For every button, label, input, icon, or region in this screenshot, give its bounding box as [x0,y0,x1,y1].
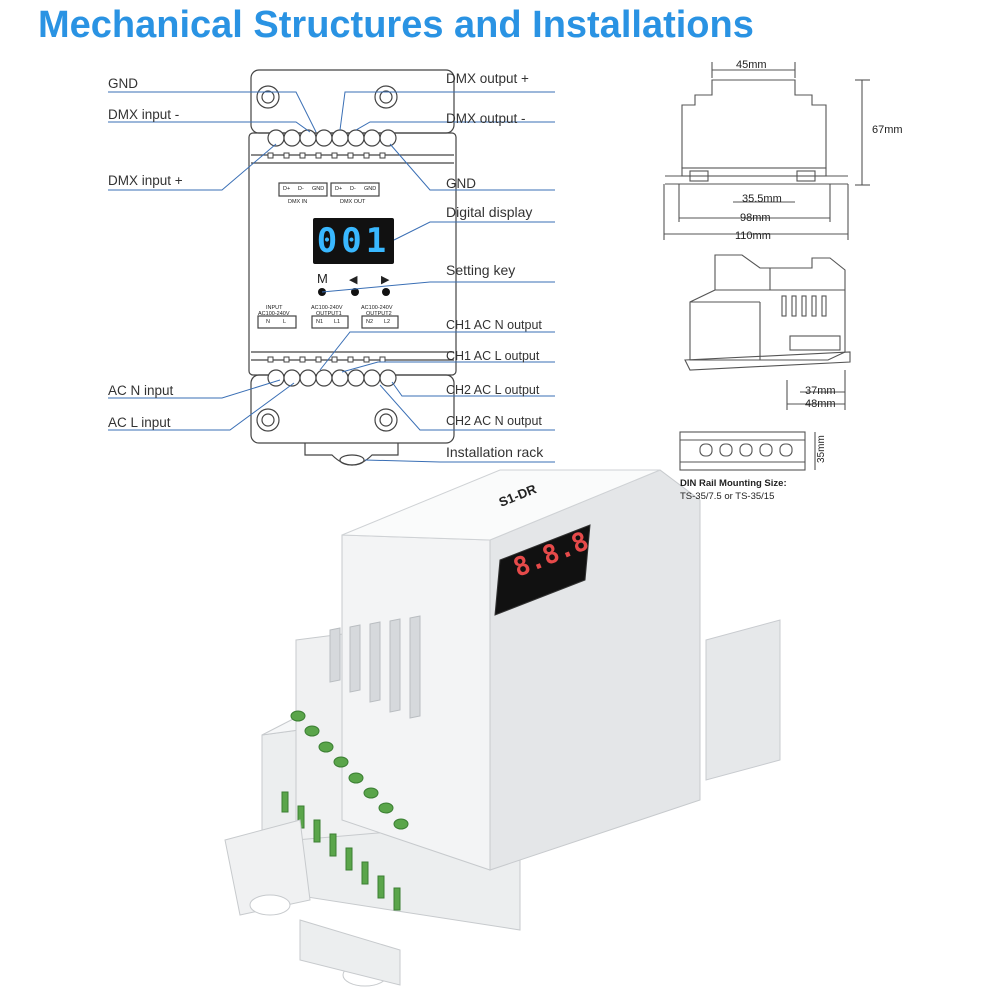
dim-side-a: 37mm [805,385,836,397]
key-left-label: ◀ [349,274,358,286]
label-dmx-output-minus: DMX output - [446,111,526,126]
label-ch2-ac-l-output: CH2 AC L output [446,383,540,397]
out1-term-l1: L1 [334,319,341,325]
out1-term-n1: N1 [316,319,324,325]
dmx-in-d-minus: D- [298,186,304,192]
din-line1: DIN Rail Mounting Size: [680,478,787,489]
dmx-out-label: DMX OUT [340,199,366,205]
dmx-out-d-minus: D- [350,186,356,192]
input-term-n: N [266,319,270,325]
dmx-out-d-plus: D+ [335,186,343,192]
key-right-label: ▶ [381,274,390,286]
din-rail-drawing [679,431,816,471]
label-dmx-input-minus: DMX input - [108,107,180,122]
product-render [224,469,781,987]
key-m-label: M [317,271,328,286]
bottom-terminal-circles [267,369,397,387]
out2-label: OUTPUT2 [366,311,392,317]
out1-label: OUTPUT1 [316,311,342,317]
out1-range: AC100-240V [311,305,343,311]
installation-rack-drawing [304,443,399,466]
dim-side-b: 48mm [805,398,836,410]
label-setting-key: Setting key [446,262,516,278]
dmx-in-d-plus: D+ [283,186,291,192]
dmx-in-gnd: GND [312,186,325,192]
dim-rail-height: 35mm [816,435,827,463]
dim-inner: 35.5mm [742,193,782,205]
top-terminal-circles [267,129,397,147]
iso-view-drawing [684,254,851,410]
out2-range: AC100-240V [361,305,393,311]
input-term-l: L [283,319,287,325]
label-dmx-output-plus: DMX output + [446,71,529,86]
input-label: INPUT [266,305,283,311]
input-range: AC100-240V [258,311,290,317]
dim-height: 67mm [872,124,903,136]
out2-term-n2: N2 [366,319,374,325]
device-top-cap [250,69,455,134]
label-dmx-input-plus: DMX input + [108,173,183,188]
label-ac-n-input: AC N input [108,383,174,398]
dmx-in-label: DMX IN [288,199,308,205]
label-ch2-ac-n-output: CH2 AC N output [446,414,542,428]
dim-total: 110mm [735,230,771,242]
out2-term-l2: L2 [384,319,391,325]
label-gnd-right: GND [446,176,476,191]
label-ac-l-input: AC L input [108,415,171,430]
digital-display: 001 [313,218,394,264]
label-digital-display: Digital display [446,204,533,220]
din-line2: TS-35/7.5 or TS-35/15 [680,491,775,502]
label-gnd-left: GND [108,76,138,91]
label-installation-rack: Installation rack [446,444,544,460]
callout-lines [108,91,555,463]
dim-mid: 98mm [740,212,771,224]
label-ch1-ac-l-output: CH1 AC L output [446,349,540,363]
top-view-drawing [663,62,870,240]
dmx-out-gnd: GND [364,186,377,192]
page-title: Mechanical Structures and Installations [38,4,754,46]
dim-width-top: 45mm [736,59,767,71]
label-ch1-ac-n-output: CH1 AC N output [446,318,542,332]
